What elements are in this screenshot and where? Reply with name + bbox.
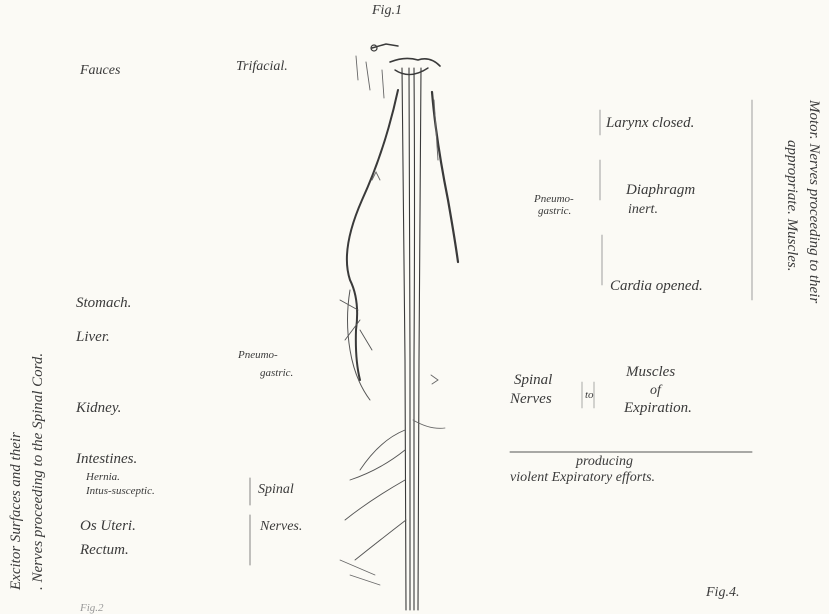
label-hernia: Hernia. <box>86 472 120 483</box>
left-vertical-title-1: Excitor Surfaces and their <box>8 432 25 590</box>
label-trifacial: Trifacial. <box>236 60 288 74</box>
right-vertical-title-1: Motor. Nerves proceeding to their <box>805 100 822 303</box>
label-intussusception: Intus-susceptic. <box>86 486 155 497</box>
label-intestines: Intestines. <box>76 452 137 467</box>
label-producing: producing <box>576 455 633 469</box>
label-to: to <box>585 390 594 401</box>
fig2-caption: Fig.2 <box>80 603 104 614</box>
right-vertical-title-2: appropriate. Muscles. <box>783 140 800 272</box>
label-fauces: Fauces <box>80 64 120 78</box>
label-inert: inert. <box>628 203 658 217</box>
label-rectum: Rectum. <box>80 543 129 558</box>
label-pneumogastric-left-1: Pneumo- <box>238 350 278 361</box>
left-pneumogastric-nerve <box>347 90 398 380</box>
label-of: of <box>650 384 661 398</box>
fig4-caption: Fig.4. <box>706 586 739 600</box>
label-pneumogastric-right-2: gastric. <box>538 206 571 217</box>
spinal-cord-right-edge <box>418 68 421 610</box>
fig1-caption: Fig.1 <box>372 4 402 18</box>
label-expiration: Expiration. <box>624 401 692 416</box>
label-liver: Liver. <box>76 330 110 345</box>
right-pneumogastric-nerve <box>432 92 458 262</box>
lower-spinal-branches <box>345 430 406 560</box>
label-pneumogastric-left-2: gastric. <box>260 368 293 379</box>
label-kidney: Kidney. <box>76 401 121 416</box>
label-spinal-right: Spinal <box>514 373 552 388</box>
label-pneumogastric-right-1: Pneumo- <box>534 194 574 205</box>
label-cardia-opened: Cardia opened. <box>610 279 703 294</box>
label-os-uteri: Os Uteri. <box>80 519 136 534</box>
spinal-cord-left-edge <box>402 68 406 610</box>
label-larynx-closed: Larynx closed. <box>606 116 694 131</box>
label-diaphragm: Diaphragm <box>626 183 695 198</box>
medulla-top <box>390 58 440 66</box>
label-nerves-left: Nerves. <box>260 520 302 534</box>
label-violent-expiratory: violent Expiratory efforts. <box>510 471 655 485</box>
label-nerves-right: Nerves <box>510 392 552 407</box>
label-muscles: Muscles <box>626 365 675 380</box>
label-stomach: Stomach. <box>76 296 131 311</box>
label-spinal-left: Spinal <box>258 483 294 497</box>
left-vertical-title-2: . Nerves proceeding to the Spinal Cord. <box>30 353 47 590</box>
